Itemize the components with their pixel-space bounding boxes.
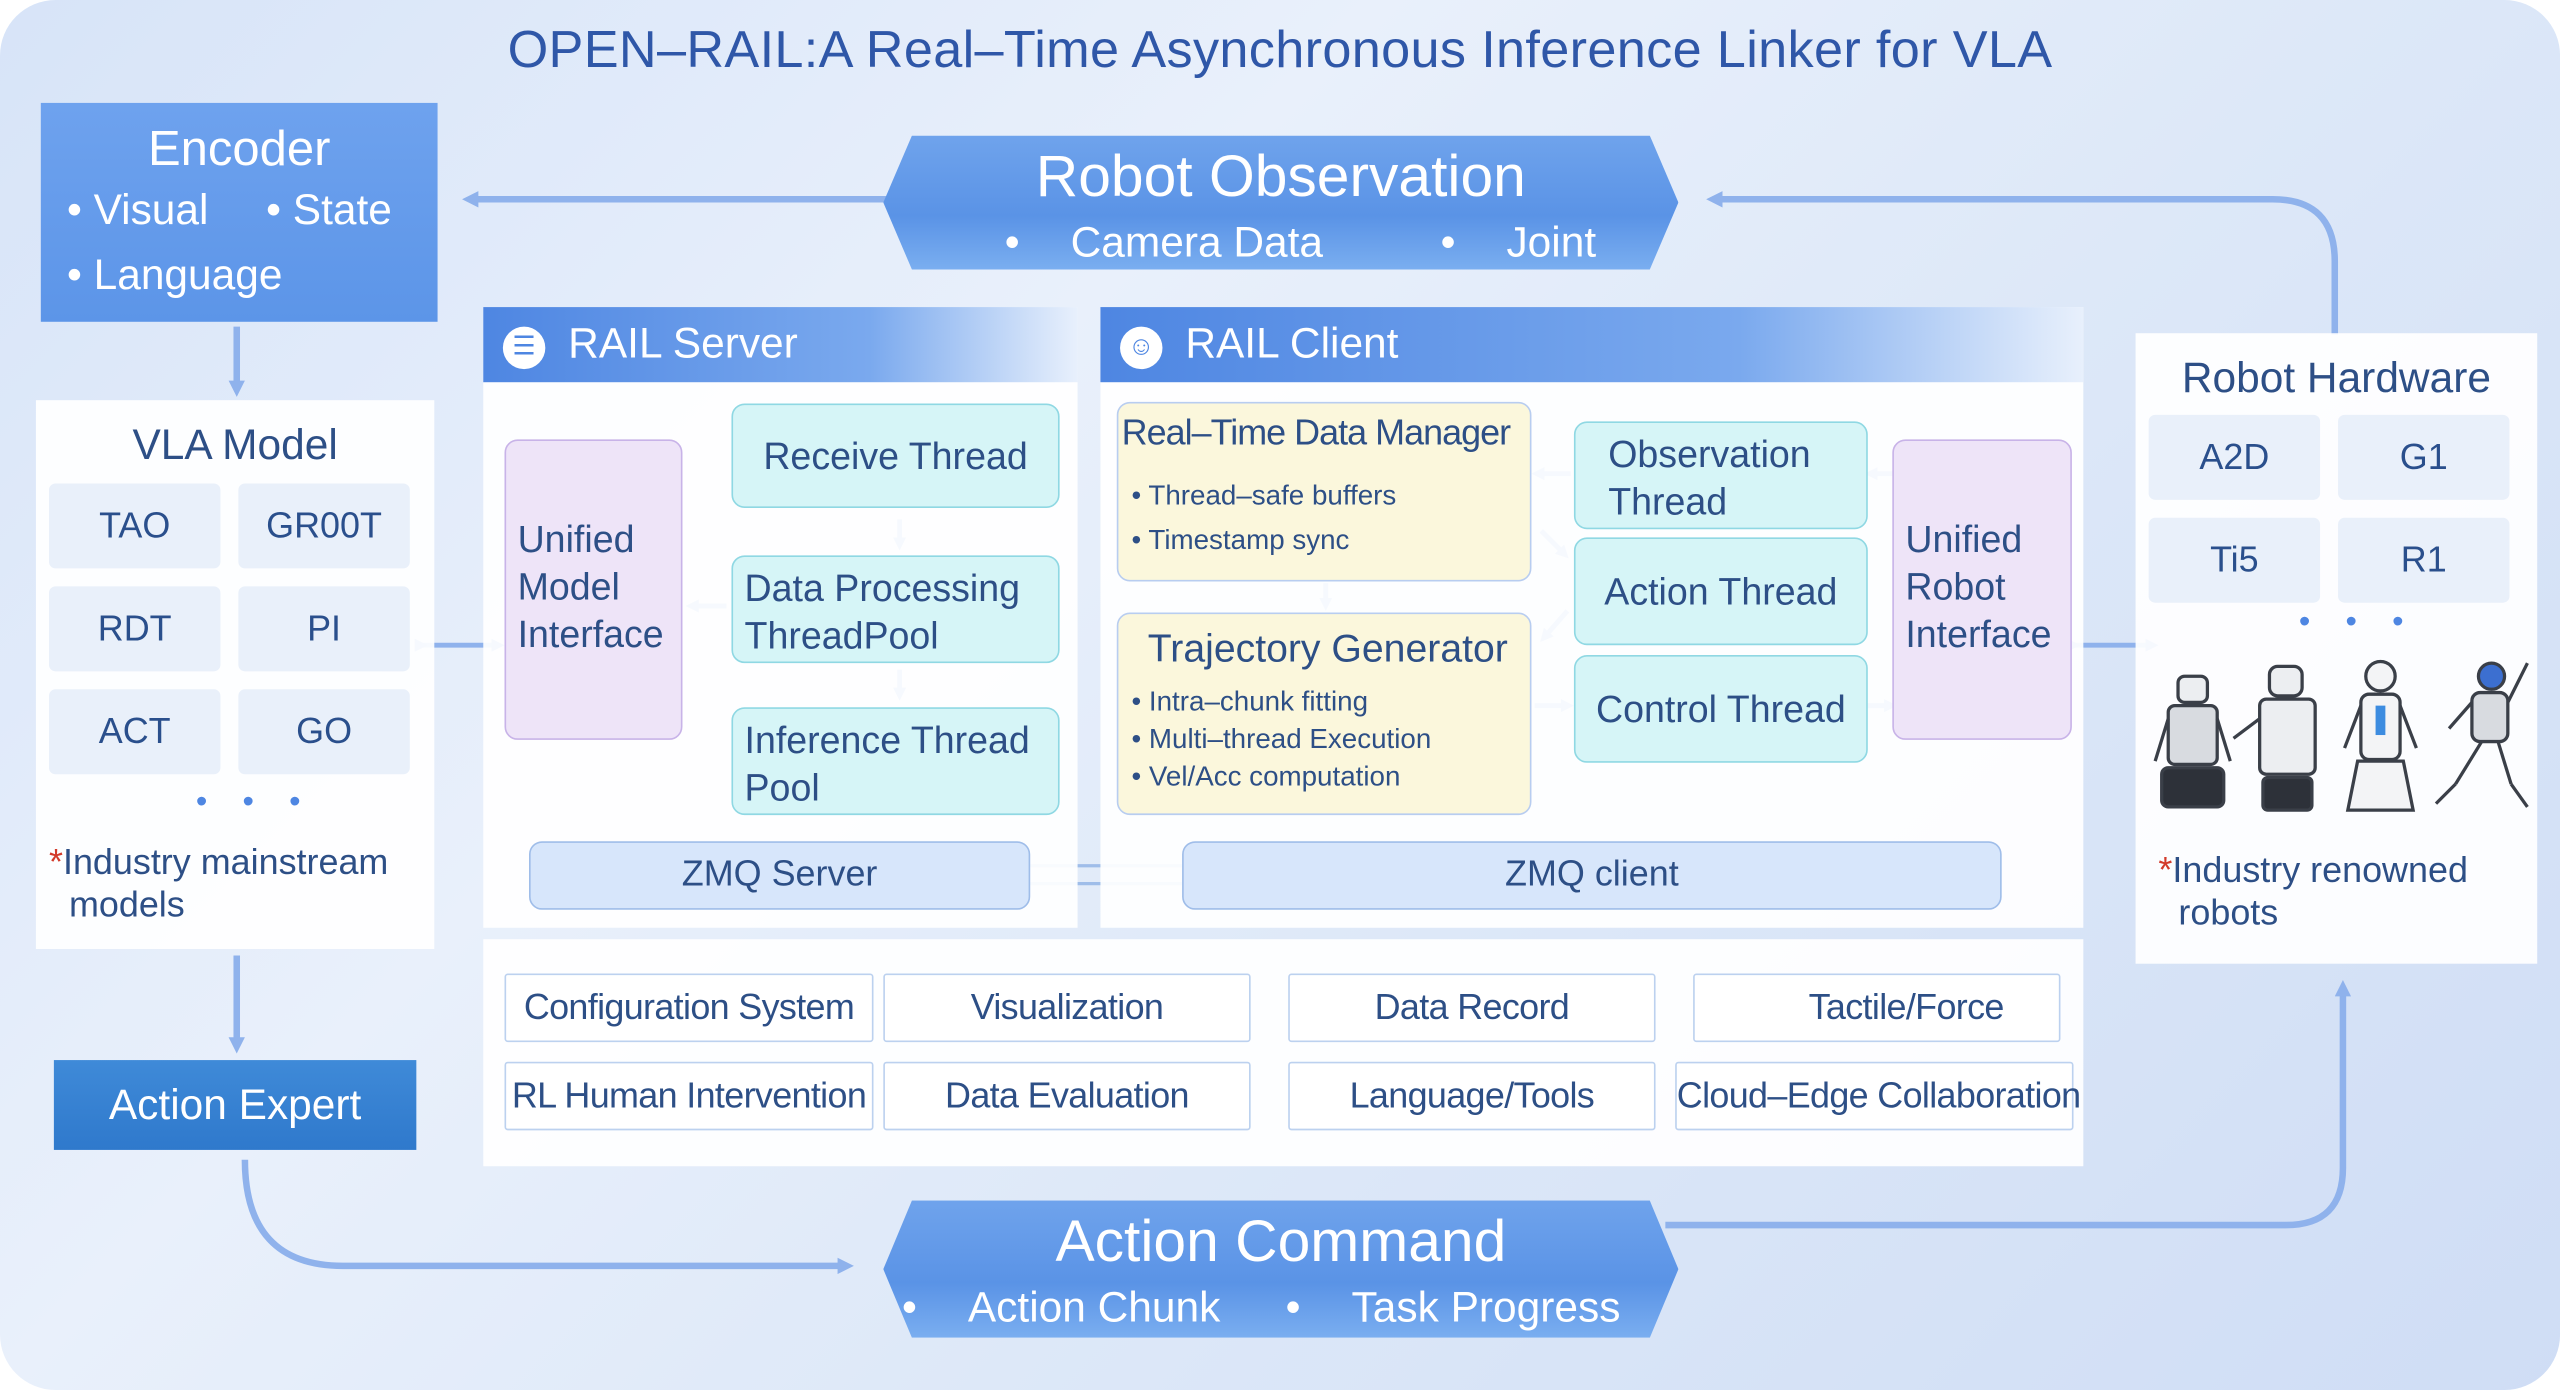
model-pi: PI [238, 586, 410, 672]
action-command-items: • Action Chunk• Task Progress [902, 1282, 1621, 1332]
robot-observation-banner: Robot Observation • Camera Data• Joint S… [883, 135, 1679, 270]
vla-model-panel: VLA Model TAO GR00T RDT PI ACT GO • • • … [35, 400, 435, 950]
trajectory-item-2: • Multi–thread Execution [1131, 723, 1432, 755]
realtime-data-manager: Real–Time Data Manager • Thread–safe buf… [1116, 401, 1532, 582]
robot-g1-illustration [2232, 664, 2317, 812]
hardware-title: Robot Hardware [2181, 352, 2491, 402]
util-data-evaluation: Data Evaluation [883, 1061, 1251, 1131]
robot-a2d: A2D [2148, 414, 2321, 500]
model-tao: TAO [48, 483, 221, 569]
page-title: OPEN–RAIL:A Real–Time Asynchronous Infer… [507, 19, 2053, 79]
util-language-tools: Language/Tools [1288, 1061, 1656, 1131]
util-visualization: Visualization [883, 973, 1251, 1043]
rtdm-item-1: • Thread–safe buffers [1131, 480, 1397, 512]
model-gr00t: GR00T [238, 483, 410, 569]
util-cloud-edge-collaboration: Cloud–Edge Collaboration [1675, 1061, 2081, 1131]
robot-a2d-illustration [2153, 674, 2232, 809]
model-rdt: RDT [48, 586, 221, 672]
trajectory-item-1: • Intra–chunk fitting [1131, 686, 1369, 718]
encoder-item-state: • State [266, 184, 392, 234]
robot-ti5-illustration [2343, 659, 2418, 812]
hardware-more-dots: • • • [2298, 604, 2417, 641]
vla-note: *Industry mainstream models [48, 841, 389, 925]
action-command-title: Action Command [1055, 1207, 1507, 1275]
hardware-note: *Industry renowned robots [2158, 849, 2468, 933]
robot-r1: R1 [2338, 517, 2510, 603]
action-command-banner: Action Command • Action Chunk• Task Prog… [883, 1200, 1679, 1338]
model-act: ACT [48, 689, 221, 775]
rail-server-header: ☰ RAIL Server [483, 307, 1078, 383]
encoder-item-language: • Language [66, 249, 283, 299]
encoder-title: Encoder [147, 122, 331, 177]
robot-illustrations [2153, 659, 2529, 812]
util-configuration-system: Configuration System [504, 973, 874, 1043]
control-thread: Control Thread [1573, 654, 1868, 763]
encoder-item-visual: • Visual [66, 184, 209, 234]
encoder-box: Encoder • Visual • State • Language [40, 102, 438, 322]
vla-more-dots: • • • [195, 784, 314, 820]
trajectory-generator: Trajectory Generator • Intra–chunk fitti… [1116, 612, 1532, 816]
observation-title: Robot Observation [1035, 142, 1526, 210]
vla-title: VLA Model [132, 419, 338, 469]
robot-hardware-panel: Robot Hardware A2D G1 Ti5 R1 • • • [2135, 333, 2538, 964]
action-expert-box: Action Expert [53, 1060, 417, 1150]
robot-r1-illustration [2434, 661, 2529, 808]
rail-client-panel: ☺ RAIL Client Real–Time Data Manager • T… [1100, 307, 2084, 928]
rail-server-title: RAIL Server [568, 318, 798, 368]
observation-items: • Camera Data• Joint States [1004, 217, 1597, 317]
action-thread: Action Thread [1573, 537, 1868, 646]
robot-g1: G1 [2338, 414, 2510, 500]
util-data-record: Data Record [1288, 973, 1656, 1043]
rtdm-item-2: • Timestamp sync [1131, 524, 1350, 556]
util-rl-human-intervention: RL Human Intervention [504, 1061, 874, 1131]
model-go: GO [238, 689, 410, 775]
zmq-client: ZMQ client [1182, 841, 2002, 910]
receive-thread: Receive Thread [731, 403, 1060, 508]
util-tactile-force: Tactile/Force [1693, 973, 2061, 1043]
robot-ti5: Ti5 [2148, 517, 2321, 603]
utilities-panel: Configuration System Visualization Data … [483, 939, 2084, 1167]
rail-client-header: ☺ RAIL Client [1100, 307, 2084, 383]
zmq-server: ZMQ Server [528, 841, 1031, 910]
trajectory-title: Trajectory Generator [1147, 627, 1508, 672]
rail-client-title: RAIL Client [1185, 318, 1399, 368]
arrow-expert-to-command [241, 1159, 854, 1275]
rtdm-title: Real–Time Data Manager [1121, 411, 1511, 453]
client-icon: ☺ [1120, 326, 1163, 370]
trajectory-item-3: • Vel/Acc computation [1131, 761, 1401, 793]
server-icon: ☰ [502, 326, 546, 370]
